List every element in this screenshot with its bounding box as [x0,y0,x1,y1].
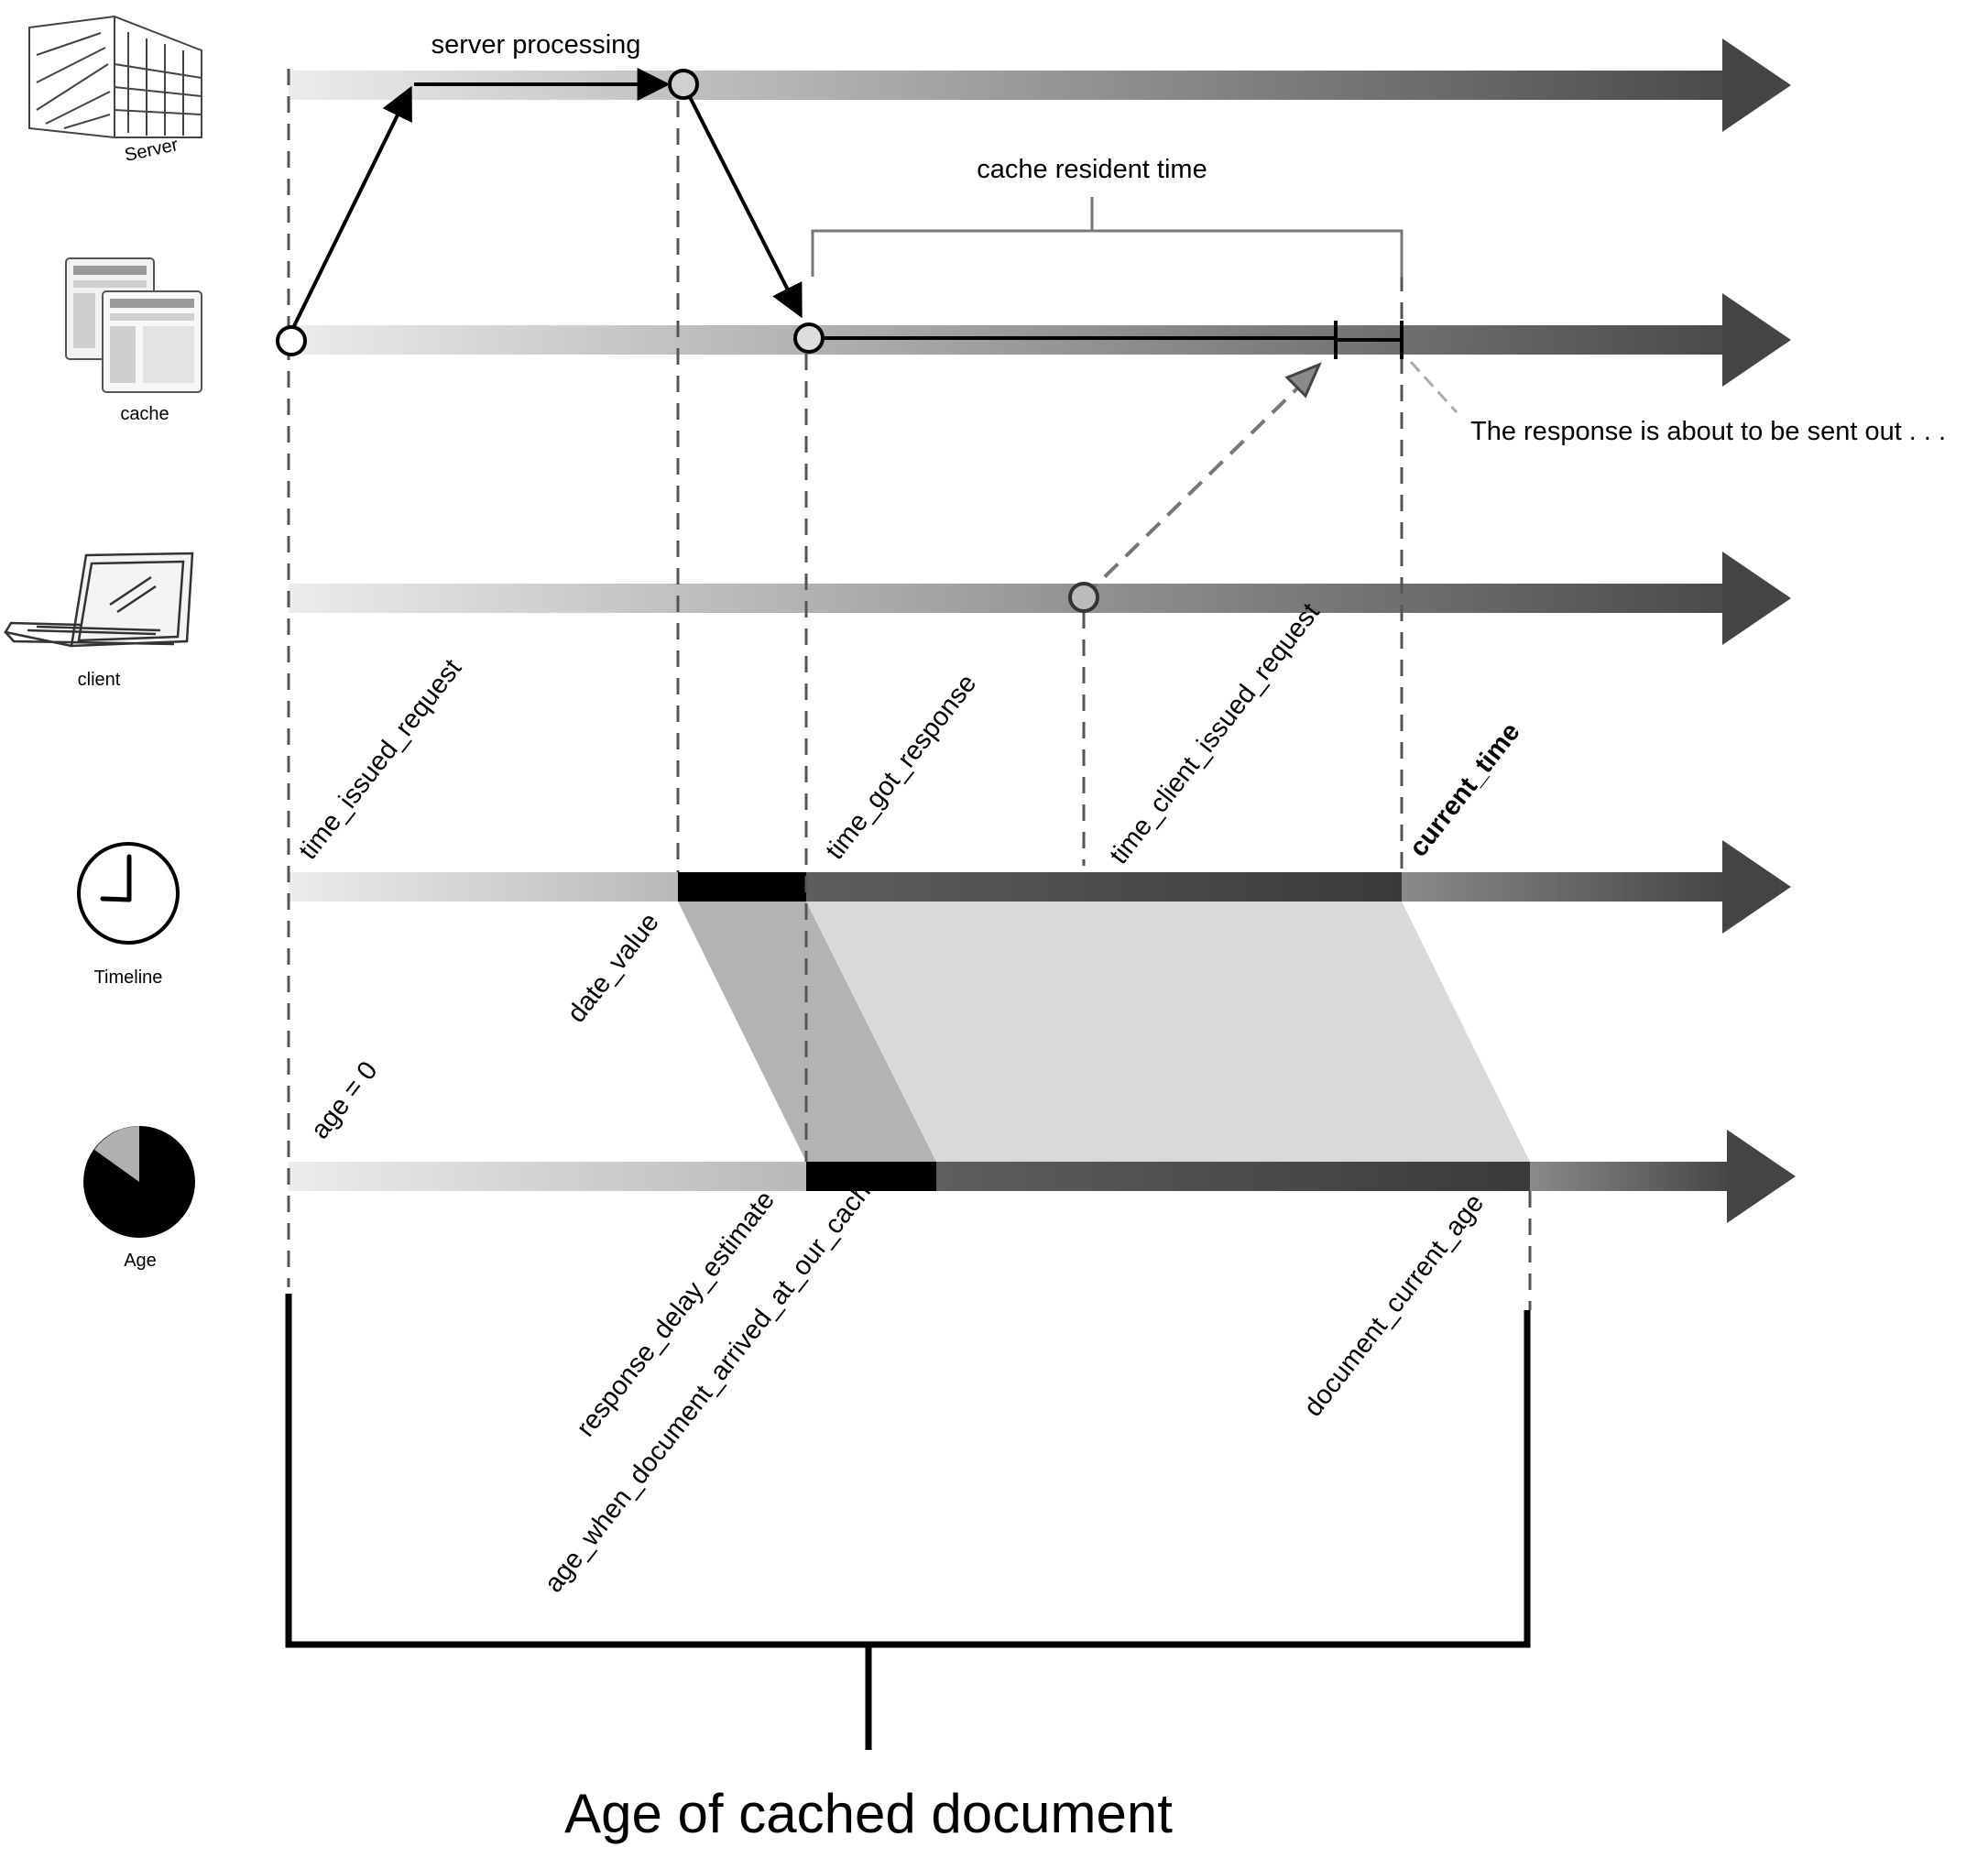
age-when-arrived-label: age_when_document_arrived_at_our_cache [539,1165,886,1598]
request-flow-arrows [289,68,803,333]
client-label: client [78,670,121,690]
client-request-node [1068,582,1099,613]
age-zero-label: age = 0 [305,1056,383,1145]
server-label: Server [123,135,180,166]
age-label: Age [124,1251,157,1271]
sent-out-label: The response is about to be sent out . .… [1470,417,1946,446]
cache-label: cache [120,404,169,424]
pie-icon [83,1126,195,1238]
laptop-icon [4,552,194,648]
age-timeline-arrow [289,1130,1796,1223]
time-issued-request-label: time_issued_request [293,654,467,866]
age-bracket [285,1294,1531,1750]
cache-resident-time-label: cache resident time [977,155,1207,184]
time-client-issued-request-label: time_client_issued_request [1104,598,1326,870]
response-delay-segment [678,872,806,902]
response-received-node [793,322,825,354]
clock-icon [77,842,180,945]
server-processing-label: server processing [431,30,641,60]
current-time-label: current_time [1404,717,1525,862]
client-request-arrow [1082,362,1322,599]
response-delay-projection [678,902,936,1162]
cache-icon [65,257,202,393]
server-response-node [668,69,699,100]
cache-resident-bracket [811,197,1404,277]
timeline-label: Timeline [94,967,163,988]
resident-time-projection [806,902,1530,1162]
server-icon [28,15,202,139]
sent-out-pointer [1409,360,1458,414]
date-value-label: date_value [562,908,665,1029]
client-timeline-arrow [289,552,1791,645]
request-issued-node [276,325,307,356]
age-at-arrival-segment [806,1162,936,1191]
time-got-response-label: time_got_response [820,669,982,865]
age-of-cached-document-title: Age of cached document [564,1783,1173,1844]
time-timeline-arrow [289,840,1791,934]
vertical-guides [287,69,1532,1310]
document-current-age-label: document_current_age [1298,1189,1490,1423]
sent-out-marker [1334,321,1404,359]
